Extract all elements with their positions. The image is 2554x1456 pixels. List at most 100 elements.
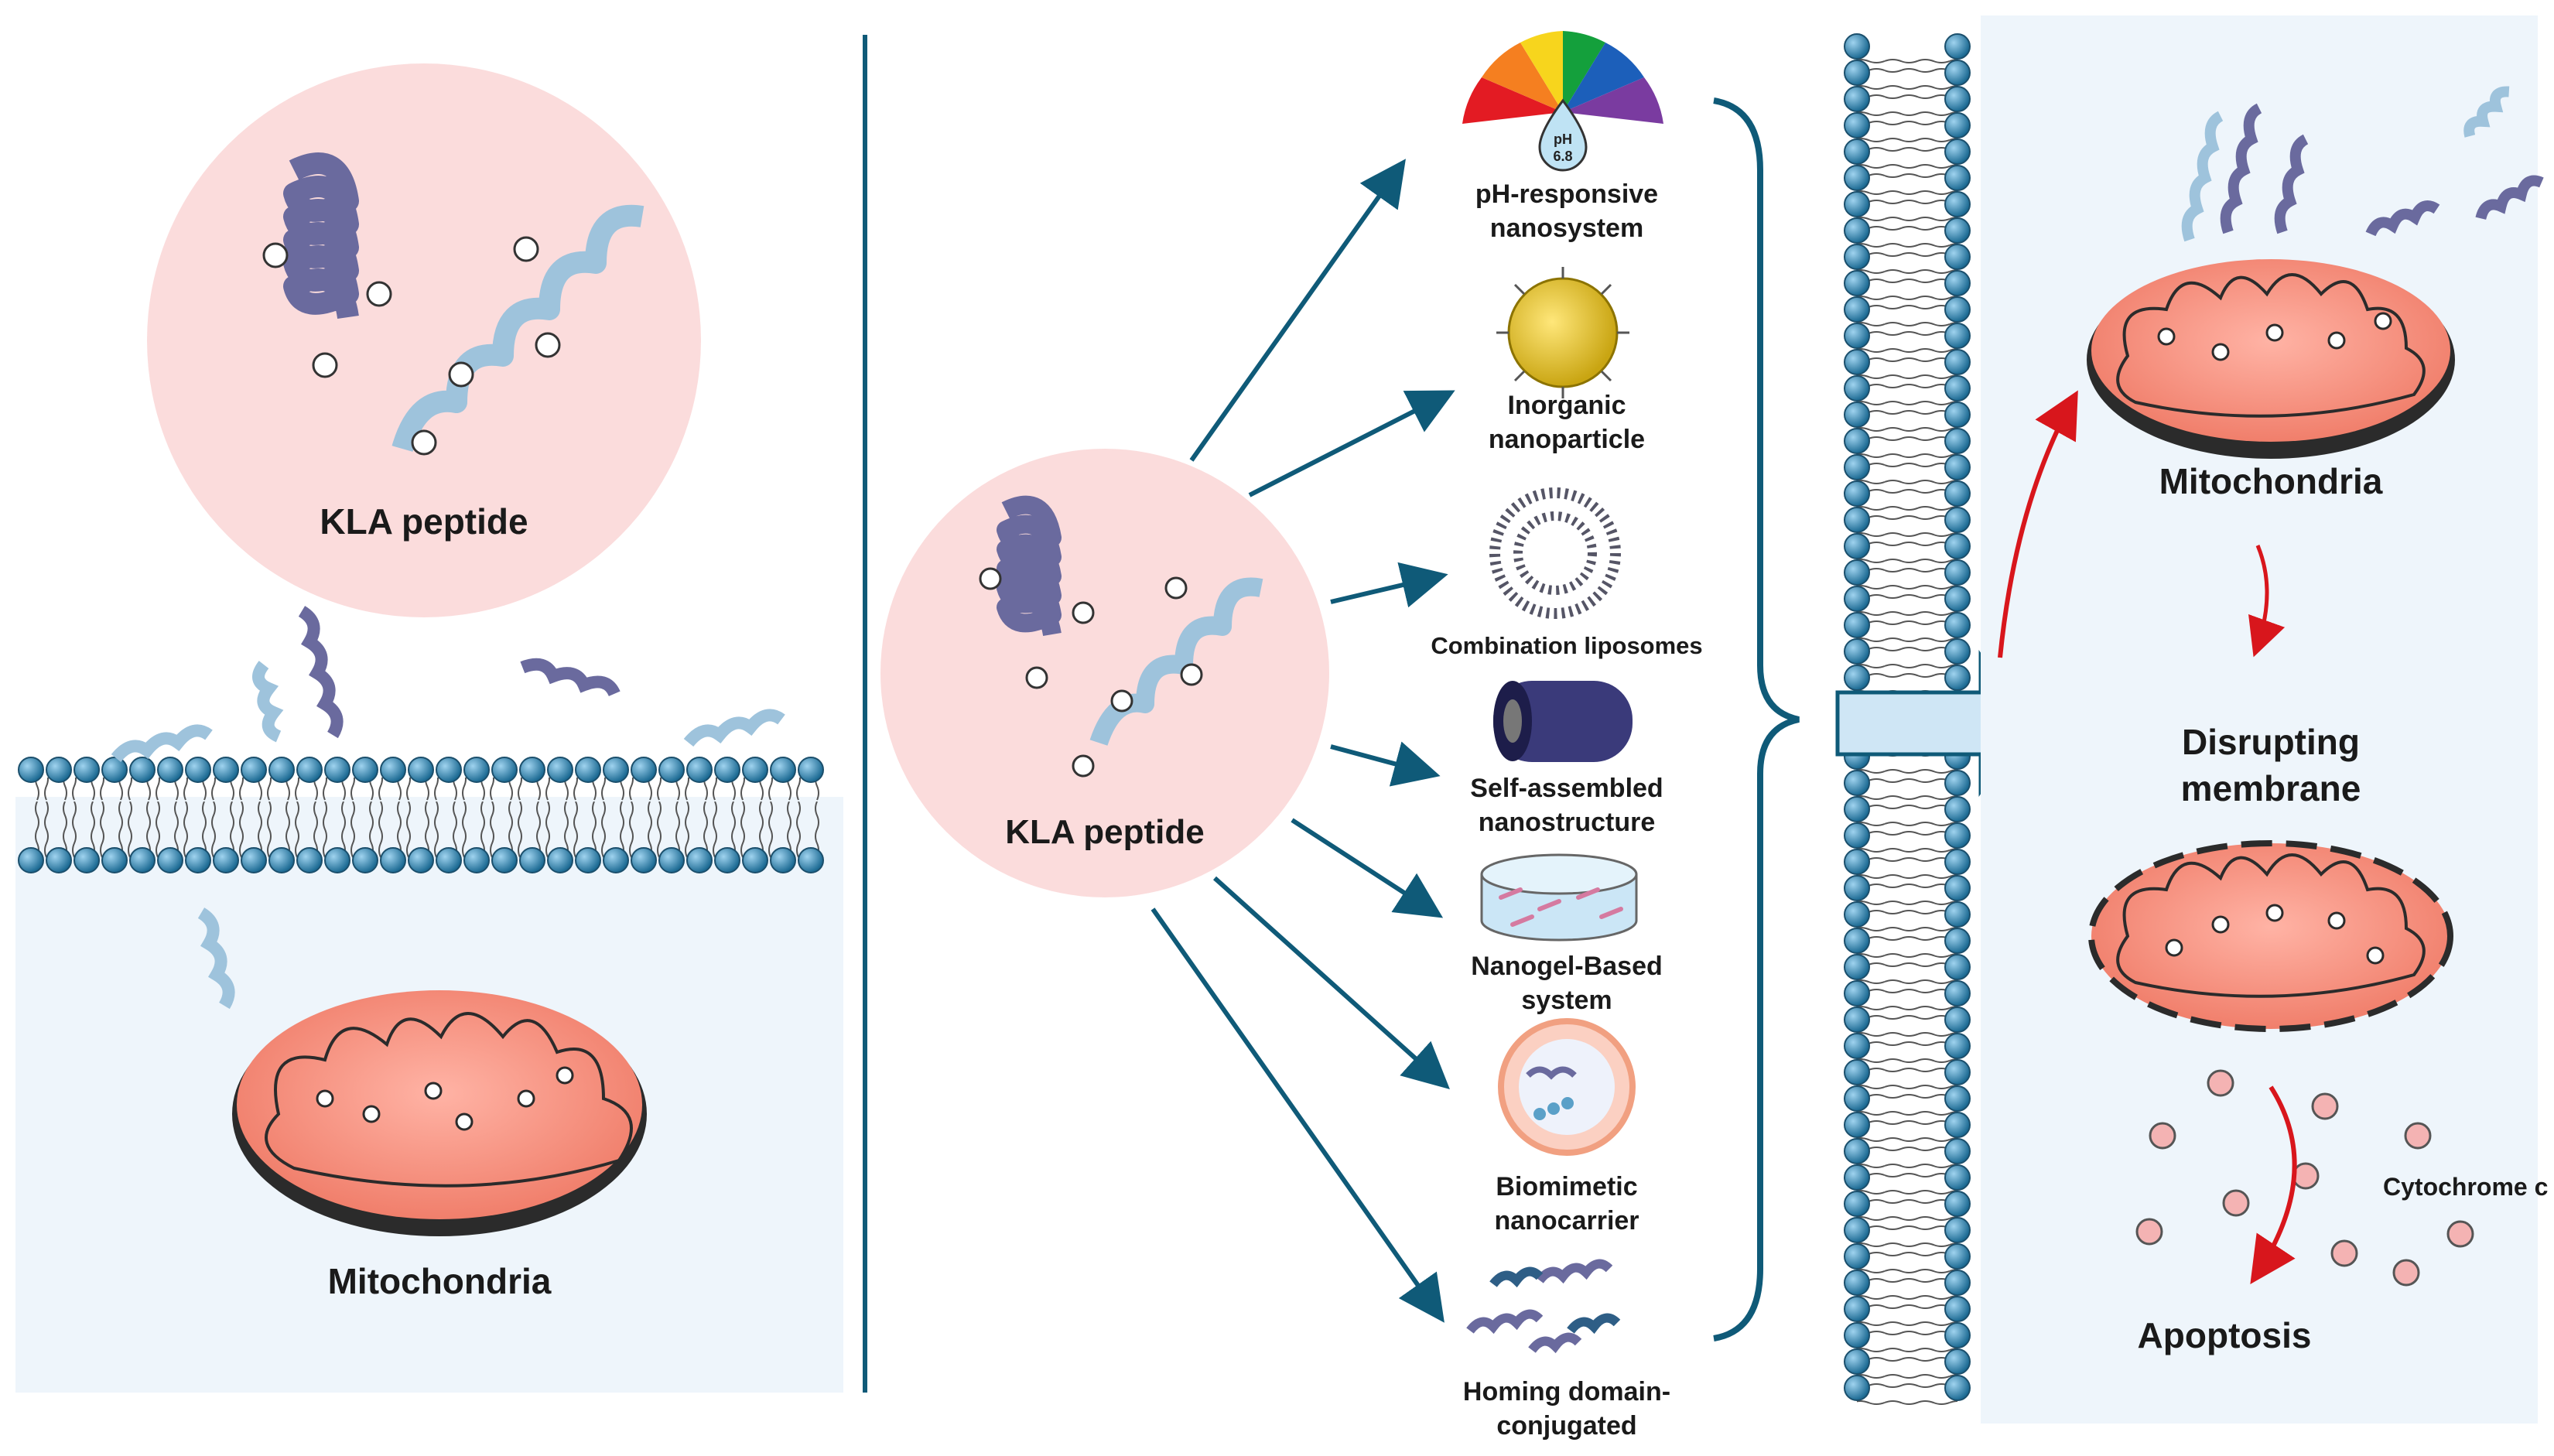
lipid-head: [157, 757, 183, 783]
lipid-head: [1944, 533, 1971, 559]
lipid-head: [1944, 1375, 1971, 1401]
lipid-head: [185, 757, 211, 783]
lipid-head: [1944, 586, 1971, 612]
nanosystem-labels: pH-responsivenanosystemInorganicnanopart…: [1431, 179, 1702, 1441]
nanosystem-label-7-line2: conjugated: [1496, 1411, 1636, 1441]
lipid-head: [268, 757, 295, 783]
lipid-head: [1944, 796, 1971, 822]
lipid-head: [101, 847, 128, 873]
lipid-head: [631, 757, 657, 783]
red-arrow-up: [1998, 390, 2078, 658]
lipid-head: [1944, 1138, 1971, 1164]
nanosystem-label-1-line1: pH-responsive: [1475, 179, 1658, 209]
lipid-head: [1844, 507, 1870, 533]
lipid-head: [1844, 454, 1870, 480]
lipid-head: [686, 757, 713, 783]
lipid-head: [1944, 954, 1971, 980]
lipid-head: [1844, 349, 1870, 375]
lipid-head: [1844, 533, 1870, 559]
ph-label: pH: [1554, 132, 1572, 147]
lipid-head: [519, 757, 545, 783]
lipid-head: [408, 757, 434, 783]
lipid-head: [324, 757, 350, 783]
nanogel-icon: [1480, 853, 1638, 942]
lipid-head: [1844, 1348, 1870, 1375]
lipid-head: [1944, 1033, 1971, 1059]
membrane-peptides: [111, 606, 785, 1010]
lipid-head: [1844, 1243, 1870, 1270]
lipid-head: [1944, 1112, 1971, 1138]
lipid-head: [436, 847, 462, 873]
lipid-head: [129, 757, 156, 783]
lipid-head: [491, 847, 518, 873]
cytochrome-label: Cytochrome c: [2383, 1173, 2548, 1201]
nanosystem-label-5-line2: system: [1521, 986, 1612, 1015]
lipid-head: [1944, 665, 1971, 691]
lipid-head: [1944, 1270, 1971, 1296]
right-background: [1981, 15, 2538, 1424]
lipid-head: [1844, 1085, 1870, 1112]
lipid-head: [1944, 323, 1971, 349]
lipid-head: [296, 757, 323, 783]
nanosystem-label-2-line2: nanoparticle: [1489, 425, 1645, 454]
lipid-head: [1844, 1191, 1870, 1217]
nanosystem-label-4-line1: Self-assembled: [1470, 774, 1663, 803]
biomimetic-icon: [1498, 1018, 1636, 1156]
lipid-head: [1844, 244, 1870, 270]
lipid-head: [1844, 1296, 1870, 1322]
lipid-head: [1844, 165, 1870, 191]
lipid-head: [1844, 849, 1870, 875]
lipid-head: [1844, 217, 1870, 244]
left-mito-label: Mitochondria: [328, 1261, 552, 1301]
lipid-head: [408, 847, 434, 873]
lipid-head: [1944, 1243, 1971, 1270]
lipid-head: [185, 847, 211, 873]
lipid-head: [1944, 375, 1971, 402]
lipid-head: [1844, 296, 1870, 323]
nanosystem-label-3-line1: Combination liposomes: [1431, 632, 1702, 659]
lipid-head: [1944, 165, 1971, 191]
grouping-brace: [1713, 97, 1800, 1342]
fan-arrows: [1150, 159, 1455, 1323]
lipid-head: [268, 847, 295, 873]
lipid-head: [1944, 612, 1971, 638]
lipid-head: [1844, 323, 1870, 349]
cell-membrane: [18, 757, 824, 873]
lipid-head: [1844, 586, 1870, 612]
lipid-head: [742, 757, 768, 783]
lipid-head: [1844, 112, 1870, 138]
lipid-head: [519, 847, 545, 873]
lipid-head: [1944, 1085, 1971, 1112]
lipid-head: [770, 757, 796, 783]
lipid-head: [1944, 296, 1971, 323]
arrow-to-homing: [1150, 907, 1445, 1323]
lipid-head: [1844, 1375, 1870, 1401]
lipid-head: [18, 757, 44, 783]
lipid-head: [1944, 1007, 1971, 1033]
lipid-heads: [18, 847, 824, 873]
lipid-head: [436, 757, 462, 783]
healthy-mitochondrion: [2087, 259, 2455, 459]
lipid-head: [1844, 60, 1870, 86]
lipid-head: [547, 847, 573, 873]
lipid-head: [1844, 1322, 1870, 1348]
lipid-head: [1944, 60, 1971, 86]
lipid-head: [1844, 822, 1870, 849]
lipid-head: [1944, 1191, 1971, 1217]
lipid-head: [1944, 849, 1971, 875]
lipid-head: [575, 847, 601, 873]
lipid-head: [1844, 954, 1870, 980]
left-peptide-label: KLA peptide: [320, 501, 528, 542]
lipid-head: [1844, 86, 1870, 112]
nanosystem-label-4-line2: nanostructure: [1479, 808, 1656, 837]
lipid-head: [463, 847, 490, 873]
lipid-head: [631, 847, 657, 873]
disrupted-mitochondrion: [2088, 840, 2453, 1032]
lipid-head: [1944, 770, 1971, 796]
lipid-head: [491, 757, 518, 783]
lipid-head: [1944, 86, 1971, 112]
lipid-head: [714, 757, 740, 783]
left-panel: KLA peptide Mitochondri: [15, 35, 867, 1393]
lipid-head: [770, 847, 796, 873]
